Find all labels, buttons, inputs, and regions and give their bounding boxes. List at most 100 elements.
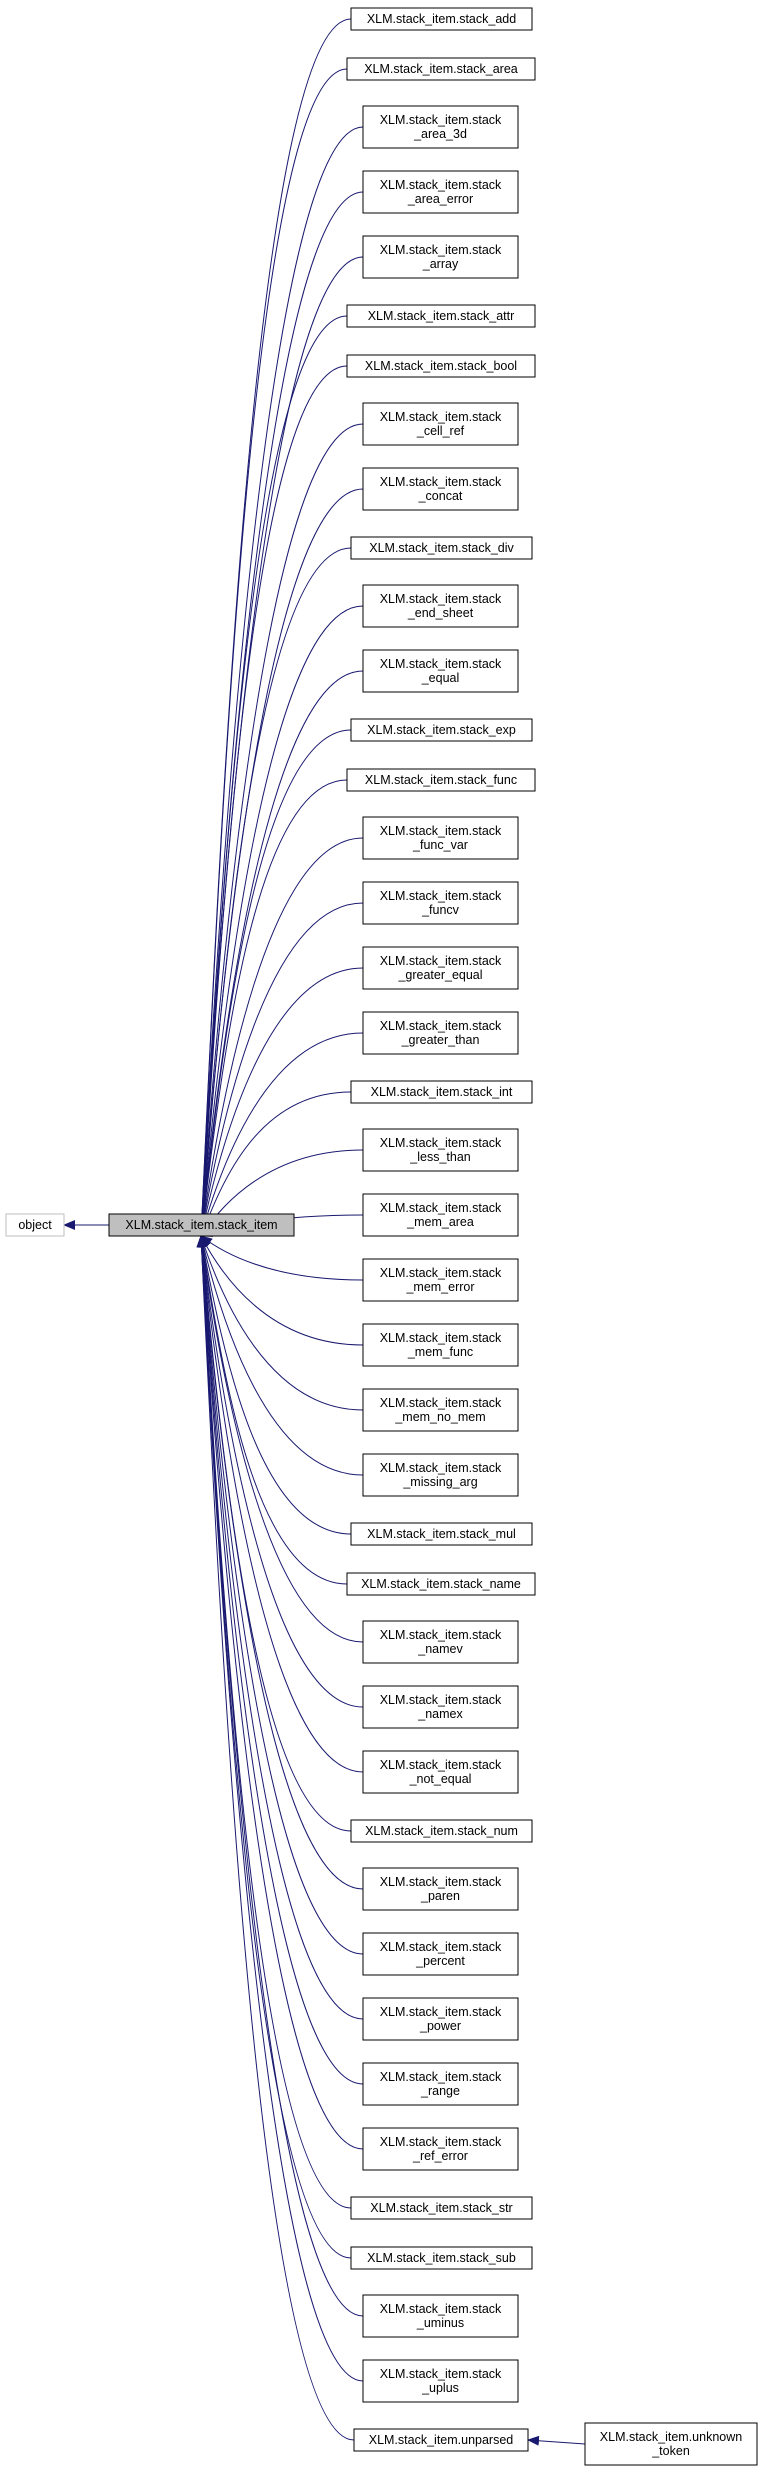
class-node-stack-div[interactable]: XLM.stack_item.stack_div bbox=[350, 536, 533, 560]
class-node-stack-missing-arg-label-line: XLM.stack_item.stack bbox=[380, 1461, 502, 1475]
class-node-stack-str-label-line: XLM.stack_item.stack_str bbox=[370, 2201, 512, 2215]
class-node-stack-namex-label-line: XLM.stack_item.stack bbox=[380, 1693, 502, 1707]
stack-item-focus-node[interactable]: XLM.stack_item.stack_item bbox=[108, 1213, 295, 1237]
edge-stack-str-to-stack-item bbox=[196, 1235, 352, 2209]
edge-stack-array-to-stack-item bbox=[196, 256, 364, 1237]
edge-stack-uplus-to-stack-item bbox=[196, 1235, 364, 2382]
edge-stack-power-to-stack-item bbox=[196, 1235, 364, 2020]
class-node-stack-mem-func[interactable]: XLM.stack_item.stack_mem_func bbox=[362, 1323, 519, 1367]
class-node-stack-namex[interactable]: XLM.stack_item.stack_namex bbox=[362, 1685, 519, 1729]
class-node-unknown-token-label-line: XLM.stack_item.unknown bbox=[600, 2430, 742, 2444]
class-node-stack-str[interactable]: XLM.stack_item.stack_str bbox=[350, 2196, 533, 2220]
class-node-stack-name-label-line: XLM.stack_item.stack_name bbox=[361, 1577, 521, 1591]
edge-stack-missing-arg-to-stack-item bbox=[198, 1235, 364, 1476]
object-node-label-line: object bbox=[18, 1218, 52, 1232]
class-node-stack-mem-no-mem[interactable]: XLM.stack_item.stack_mem_no_mem bbox=[362, 1388, 519, 1432]
class-node-stack-area-error-label-line: _area_error bbox=[407, 192, 473, 206]
class-node-stack-area[interactable]: XLM.stack_item.stack_area bbox=[346, 57, 536, 81]
edge-stack-greater-equal-to-stack-item bbox=[198, 967, 364, 1237]
class-node-unparsed[interactable]: XLM.stack_item.unparsed bbox=[353, 2428, 529, 2452]
class-node-stack-end-sheet-label-line: _end_sheet bbox=[407, 606, 474, 620]
class-node-unparsed-box bbox=[353, 2428, 529, 2452]
class-node-stack-less-than[interactable]: XLM.stack_item.stack_less_than bbox=[362, 1128, 519, 1172]
object-node[interactable]: object bbox=[5, 1213, 65, 1237]
class-node-stack-missing-arg[interactable]: XLM.stack_item.stack_missing_arg bbox=[362, 1453, 519, 1497]
class-node-stack-namev-box bbox=[362, 1620, 519, 1664]
class-node-stack-mem-func-label-line: _mem_func bbox=[407, 1345, 473, 1359]
class-node-stack-uplus-box bbox=[362, 2359, 519, 2403]
class-node-stack-array[interactable]: XLM.stack_item.stack_array bbox=[362, 235, 519, 279]
class-node-stack-attr-box bbox=[346, 304, 536, 328]
class-node-stack-attr[interactable]: XLM.stack_item.stack_attr bbox=[346, 304, 536, 328]
class-node-stack-num-label-line: XLM.stack_item.stack_num bbox=[365, 1824, 518, 1838]
class-node-stack-percent-label-line: _percent bbox=[415, 1954, 465, 1968]
class-node-stack-num[interactable]: XLM.stack_item.stack_num bbox=[350, 1819, 533, 1843]
class-node-stack-funcv[interactable]: XLM.stack_item.stack_funcv bbox=[362, 881, 519, 925]
class-node-stack-concat[interactable]: XLM.stack_item.stack_concat bbox=[362, 467, 519, 511]
class-node-stack-bool-box bbox=[346, 354, 536, 378]
class-node-stack-func-var[interactable]: XLM.stack_item.stack_func_var bbox=[362, 816, 519, 860]
class-node-stack-add-box bbox=[350, 7, 533, 31]
class-node-stack-array-box bbox=[362, 235, 519, 279]
class-node-stack-mul-label-line: XLM.stack_item.stack_mul bbox=[367, 1527, 516, 1541]
class-node-stack-sub-box bbox=[350, 2246, 533, 2270]
class-node-stack-area-error-box bbox=[362, 170, 519, 214]
class-node-stack-sub[interactable]: XLM.stack_item.stack_sub bbox=[350, 2246, 533, 2270]
class-node-stack-cell-ref-box bbox=[362, 402, 519, 446]
class-node-stack-sub-label-line: XLM.stack_item.stack_sub bbox=[367, 2251, 516, 2265]
class-node-stack-uminus-label-line: XLM.stack_item.stack bbox=[380, 2302, 502, 2316]
class-node-stack-area-error[interactable]: XLM.stack_item.stack_area_error bbox=[362, 170, 519, 214]
class-node-stack-area-label-line: XLM.stack_item.stack_area bbox=[364, 62, 518, 76]
edge-stack-area-3d-to-stack-item bbox=[196, 126, 364, 1237]
class-node-stack-area-3d-label-line: _area_3d bbox=[413, 127, 467, 141]
class-node-stack-percent-label-line: XLM.stack_item.stack bbox=[380, 1940, 502, 1954]
edge-stack-func-var-to-stack-item bbox=[197, 837, 364, 1237]
class-node-stack-concat-box bbox=[362, 467, 519, 511]
class-node-stack-int[interactable]: XLM.stack_item.stack_int bbox=[350, 1080, 533, 1104]
class-node-stack-int-label-line: XLM.stack_item.stack_int bbox=[371, 1085, 513, 1099]
class-node-stack-uminus-box bbox=[362, 2294, 519, 2338]
inheritance-edges bbox=[63, 18, 586, 2446]
class-node-stack-uplus[interactable]: XLM.stack_item.stack_uplus bbox=[362, 2359, 519, 2403]
class-node-stack-equal-label-line: _equal bbox=[421, 671, 460, 685]
class-node-stack-add[interactable]: XLM.stack_item.stack_add bbox=[350, 7, 533, 31]
class-node-stack-bool[interactable]: XLM.stack_item.stack_bool bbox=[346, 354, 536, 378]
class-node-stack-mul[interactable]: XLM.stack_item.stack_mul bbox=[350, 1522, 533, 1546]
edge-stack-div-to-stack-item bbox=[196, 547, 352, 1237]
class-node-stack-paren[interactable]: XLM.stack_item.stack_paren bbox=[362, 1867, 519, 1911]
class-node-stack-name[interactable]: XLM.stack_item.stack_name bbox=[346, 1572, 536, 1596]
class-node-stack-equal-box bbox=[362, 649, 519, 693]
edge-stack-funcv-to-stack-item bbox=[197, 902, 364, 1237]
class-node-stack-func-var-label-line: XLM.stack_item.stack bbox=[380, 824, 502, 838]
class-node-stack-namex-box bbox=[362, 1685, 519, 1729]
class-node-stack-power[interactable]: XLM.stack_item.stack_power bbox=[362, 1997, 519, 2041]
edge-unknown-token-to-unparsed bbox=[527, 2435, 586, 2446]
class-node-stack-exp[interactable]: XLM.stack_item.stack_exp bbox=[350, 718, 533, 742]
class-node-stack-percent[interactable]: XLM.stack_item.stack_percent bbox=[362, 1932, 519, 1976]
class-node-stack-area-box bbox=[346, 57, 536, 81]
class-node-stack-mem-area[interactable]: XLM.stack_item.stack_mem_area bbox=[362, 1193, 519, 1237]
class-node-stack-namev[interactable]: XLM.stack_item.stack_namev bbox=[362, 1620, 519, 1664]
class-node-stack-mem-func-box bbox=[362, 1323, 519, 1367]
edge-stack-area-to-stack-item bbox=[196, 68, 348, 1237]
edge-stack-greater-than-to-stack-item bbox=[199, 1032, 364, 1237]
class-node-stack-mem-error[interactable]: XLM.stack_item.stack_mem_error bbox=[362, 1258, 519, 1302]
class-node-stack-equal[interactable]: XLM.stack_item.stack_equal bbox=[362, 649, 519, 693]
class-node-stack-range[interactable]: XLM.stack_item.stack_range bbox=[362, 2062, 519, 2106]
class-node-stack-not-equal-box bbox=[362, 1750, 519, 1794]
class-node-stack-cell-ref[interactable]: XLM.stack_item.stack_cell_ref bbox=[362, 402, 519, 446]
class-node-stack-func[interactable]: XLM.stack_item.stack_func bbox=[346, 768, 536, 792]
class-node-stack-less-than-label-line: XLM.stack_item.stack bbox=[380, 1136, 502, 1150]
class-node-stack-area-3d[interactable]: XLM.stack_item.stack_area_3d bbox=[362, 105, 519, 149]
class-node-stack-uminus-label-line: _uminus bbox=[416, 2316, 464, 2330]
class-node-stack-greater-than[interactable]: XLM.stack_item.stack_greater_than bbox=[362, 1011, 519, 1055]
class-node-stack-not-equal[interactable]: XLM.stack_item.stack_not_equal bbox=[362, 1750, 519, 1794]
class-node-stack-add-label-line: XLM.stack_item.stack_add bbox=[367, 12, 516, 26]
class-node-stack-greater-equal[interactable]: XLM.stack_item.stack_greater_equal bbox=[362, 946, 519, 990]
class-node-stack-end-sheet[interactable]: XLM.stack_item.stack_end_sheet bbox=[362, 584, 519, 628]
class-node-stack-mem-func-label-line: XLM.stack_item.stack bbox=[380, 1331, 502, 1345]
class-node-stack-greater-equal-label-line: XLM.stack_item.stack bbox=[380, 954, 502, 968]
class-node-stack-ref-error[interactable]: XLM.stack_item.stack_ref_error bbox=[362, 2127, 519, 2171]
class-node-unknown-token[interactable]: XLM.stack_item.unknown_token bbox=[584, 2422, 758, 2466]
class-node-stack-uminus[interactable]: XLM.stack_item.stack_uminus bbox=[362, 2294, 519, 2338]
